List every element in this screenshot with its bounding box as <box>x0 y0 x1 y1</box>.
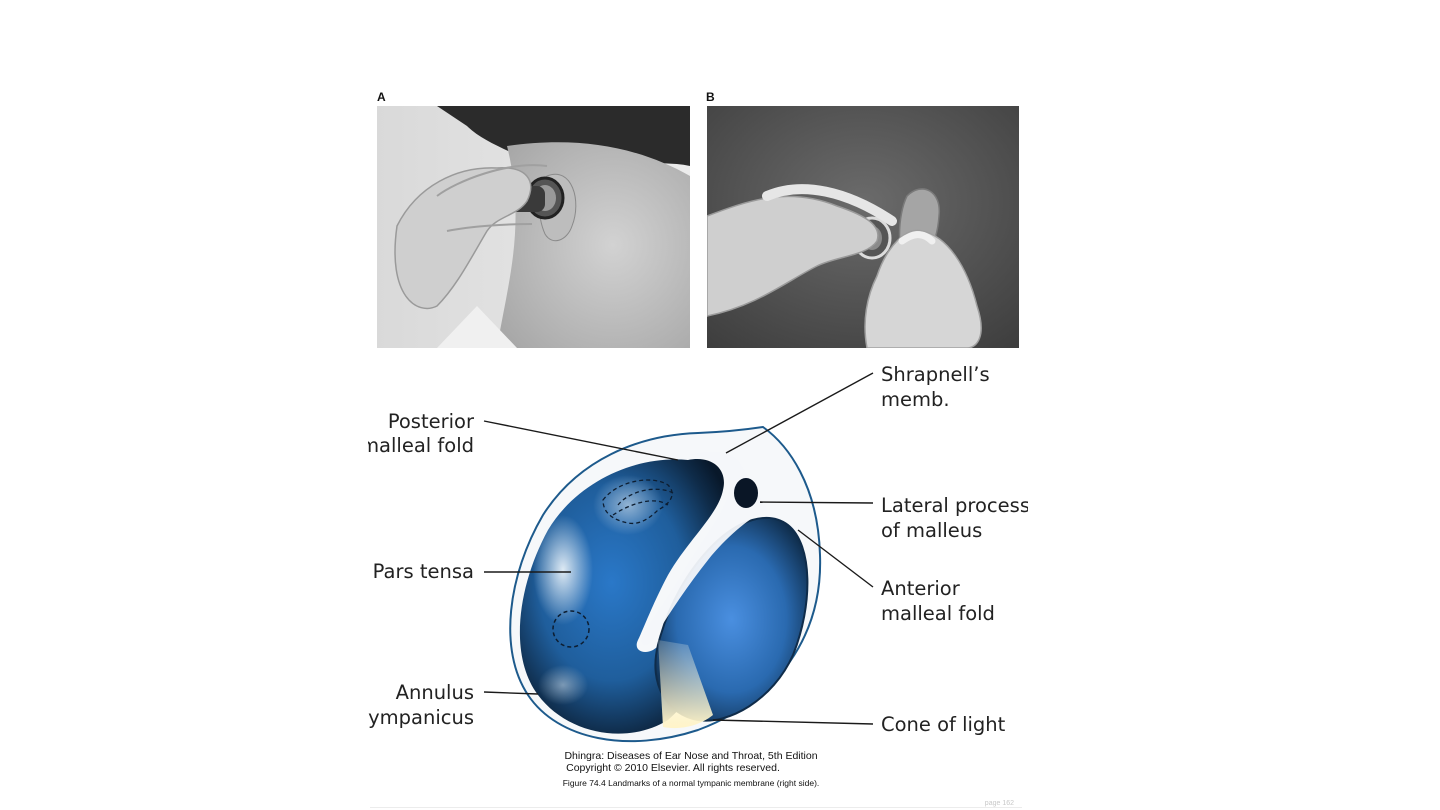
photo-a-otoscope-exam <box>377 106 690 348</box>
panel-b-label: B <box>706 90 715 104</box>
label-annulus-2: tympanicus <box>368 706 474 729</box>
label-lateral-process-2: of malleus <box>881 519 982 542</box>
figure-caption: Figure 74.4 Landmarks of a normal tympan… <box>562 778 820 788</box>
lateral-process <box>734 478 758 508</box>
label-shrapnell-2: memb. <box>881 388 950 411</box>
label-annulus-1: Annulus <box>396 681 474 704</box>
label-lateral-process-1: Lateral process <box>881 494 1028 517</box>
tympanic-membrane-diagram: Posterior malleal fold Pars tensa Annulu… <box>368 363 1028 743</box>
label-pars-tensa: Pars tensa <box>373 560 474 583</box>
label-anterior-malleal-fold-1: Anterior <box>881 577 961 600</box>
label-posterior-malleal-fold-2: malleal fold <box>368 434 474 457</box>
panel-a-label: A <box>377 90 386 104</box>
page-number: page 162 <box>984 800 1014 807</box>
copyright-line: Copyright © 2010 Elsevier. All rights re… <box>566 762 780 774</box>
photo-b-otoscope-exam <box>707 106 1019 348</box>
label-cone-of-light: Cone of light <box>881 713 1006 736</box>
source-credit: Dhingra: Diseases of Ear Nose and Throat… <box>564 750 818 762</box>
label-anterior-malleal-fold-2: malleal fold <box>881 602 995 625</box>
page-divider <box>370 807 1022 808</box>
cone-of-light <box>658 640 713 729</box>
label-posterior-malleal-fold-1: Posterior <box>388 410 475 433</box>
label-shrapnell-1: Shrapnell’s <box>881 363 990 386</box>
